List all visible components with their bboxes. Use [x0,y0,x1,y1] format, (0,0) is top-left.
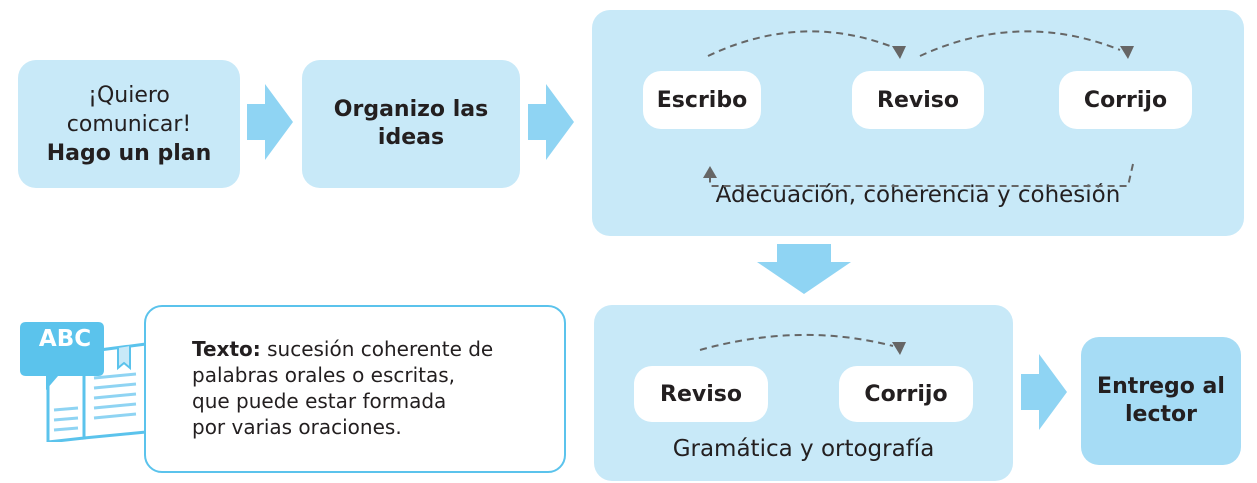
arrowhead-icon [1120,46,1134,59]
book-icon [20,322,148,442]
definition-line4: por varias oraciones. [192,415,402,439]
step-plan-line2: comunicar! [66,111,192,137]
final-step-box: Entrego al lector [1081,337,1241,465]
arrowhead-icon [892,46,906,59]
arrowhead-icon [892,342,906,355]
step-plan-line3: Hago un plan [46,140,212,166]
dashed-arrow-write-to-review [707,30,901,57]
definition-card [144,305,566,473]
arrow-right-icon [1021,354,1067,430]
arrow-right-icon [528,84,574,160]
proofreading-criteria-caption: Gramática y ortografía [672,436,935,462]
definition-term: Texto: [192,337,261,361]
proof-item-review: Reviso [634,366,768,422]
step-plan-box: ¡Quiero comunicar! Hago un plan [18,60,240,188]
step-organize-line2: ideas [377,125,445,150]
definition-line1: sucesión coherente de [260,337,494,361]
final-step-line2: lector [1125,402,1197,427]
proof-item-correct: Corrijo [839,366,973,422]
arrow-down-icon [757,244,851,294]
dashed-return-path [709,163,1134,187]
draft-item-correct: Corrijo [1059,71,1192,129]
arrowhead-icon [703,166,717,178]
speech-bubble-label: ABC [38,326,92,352]
dashed-arrow-review-to-correct [919,30,1121,57]
draft-item-write: Escribo [643,71,761,129]
step-organize-box: Organizo las ideas [302,60,520,188]
dashed-arrow-proof-review-to-correct [699,333,894,351]
final-step-line1: Entrego al [1097,374,1225,399]
definition-text: Texto: sucesión coherente de palabras or… [192,336,562,440]
definition-line3: que puede estar formada [192,389,447,413]
arrow-right-icon [247,84,293,160]
draft-item-review: Reviso [852,71,984,129]
step-plan-line1: ¡Quiero [88,82,170,108]
step-organize-line1: Organizo las [333,97,489,122]
definition-line2: palabras orales o escritas, [192,363,456,387]
